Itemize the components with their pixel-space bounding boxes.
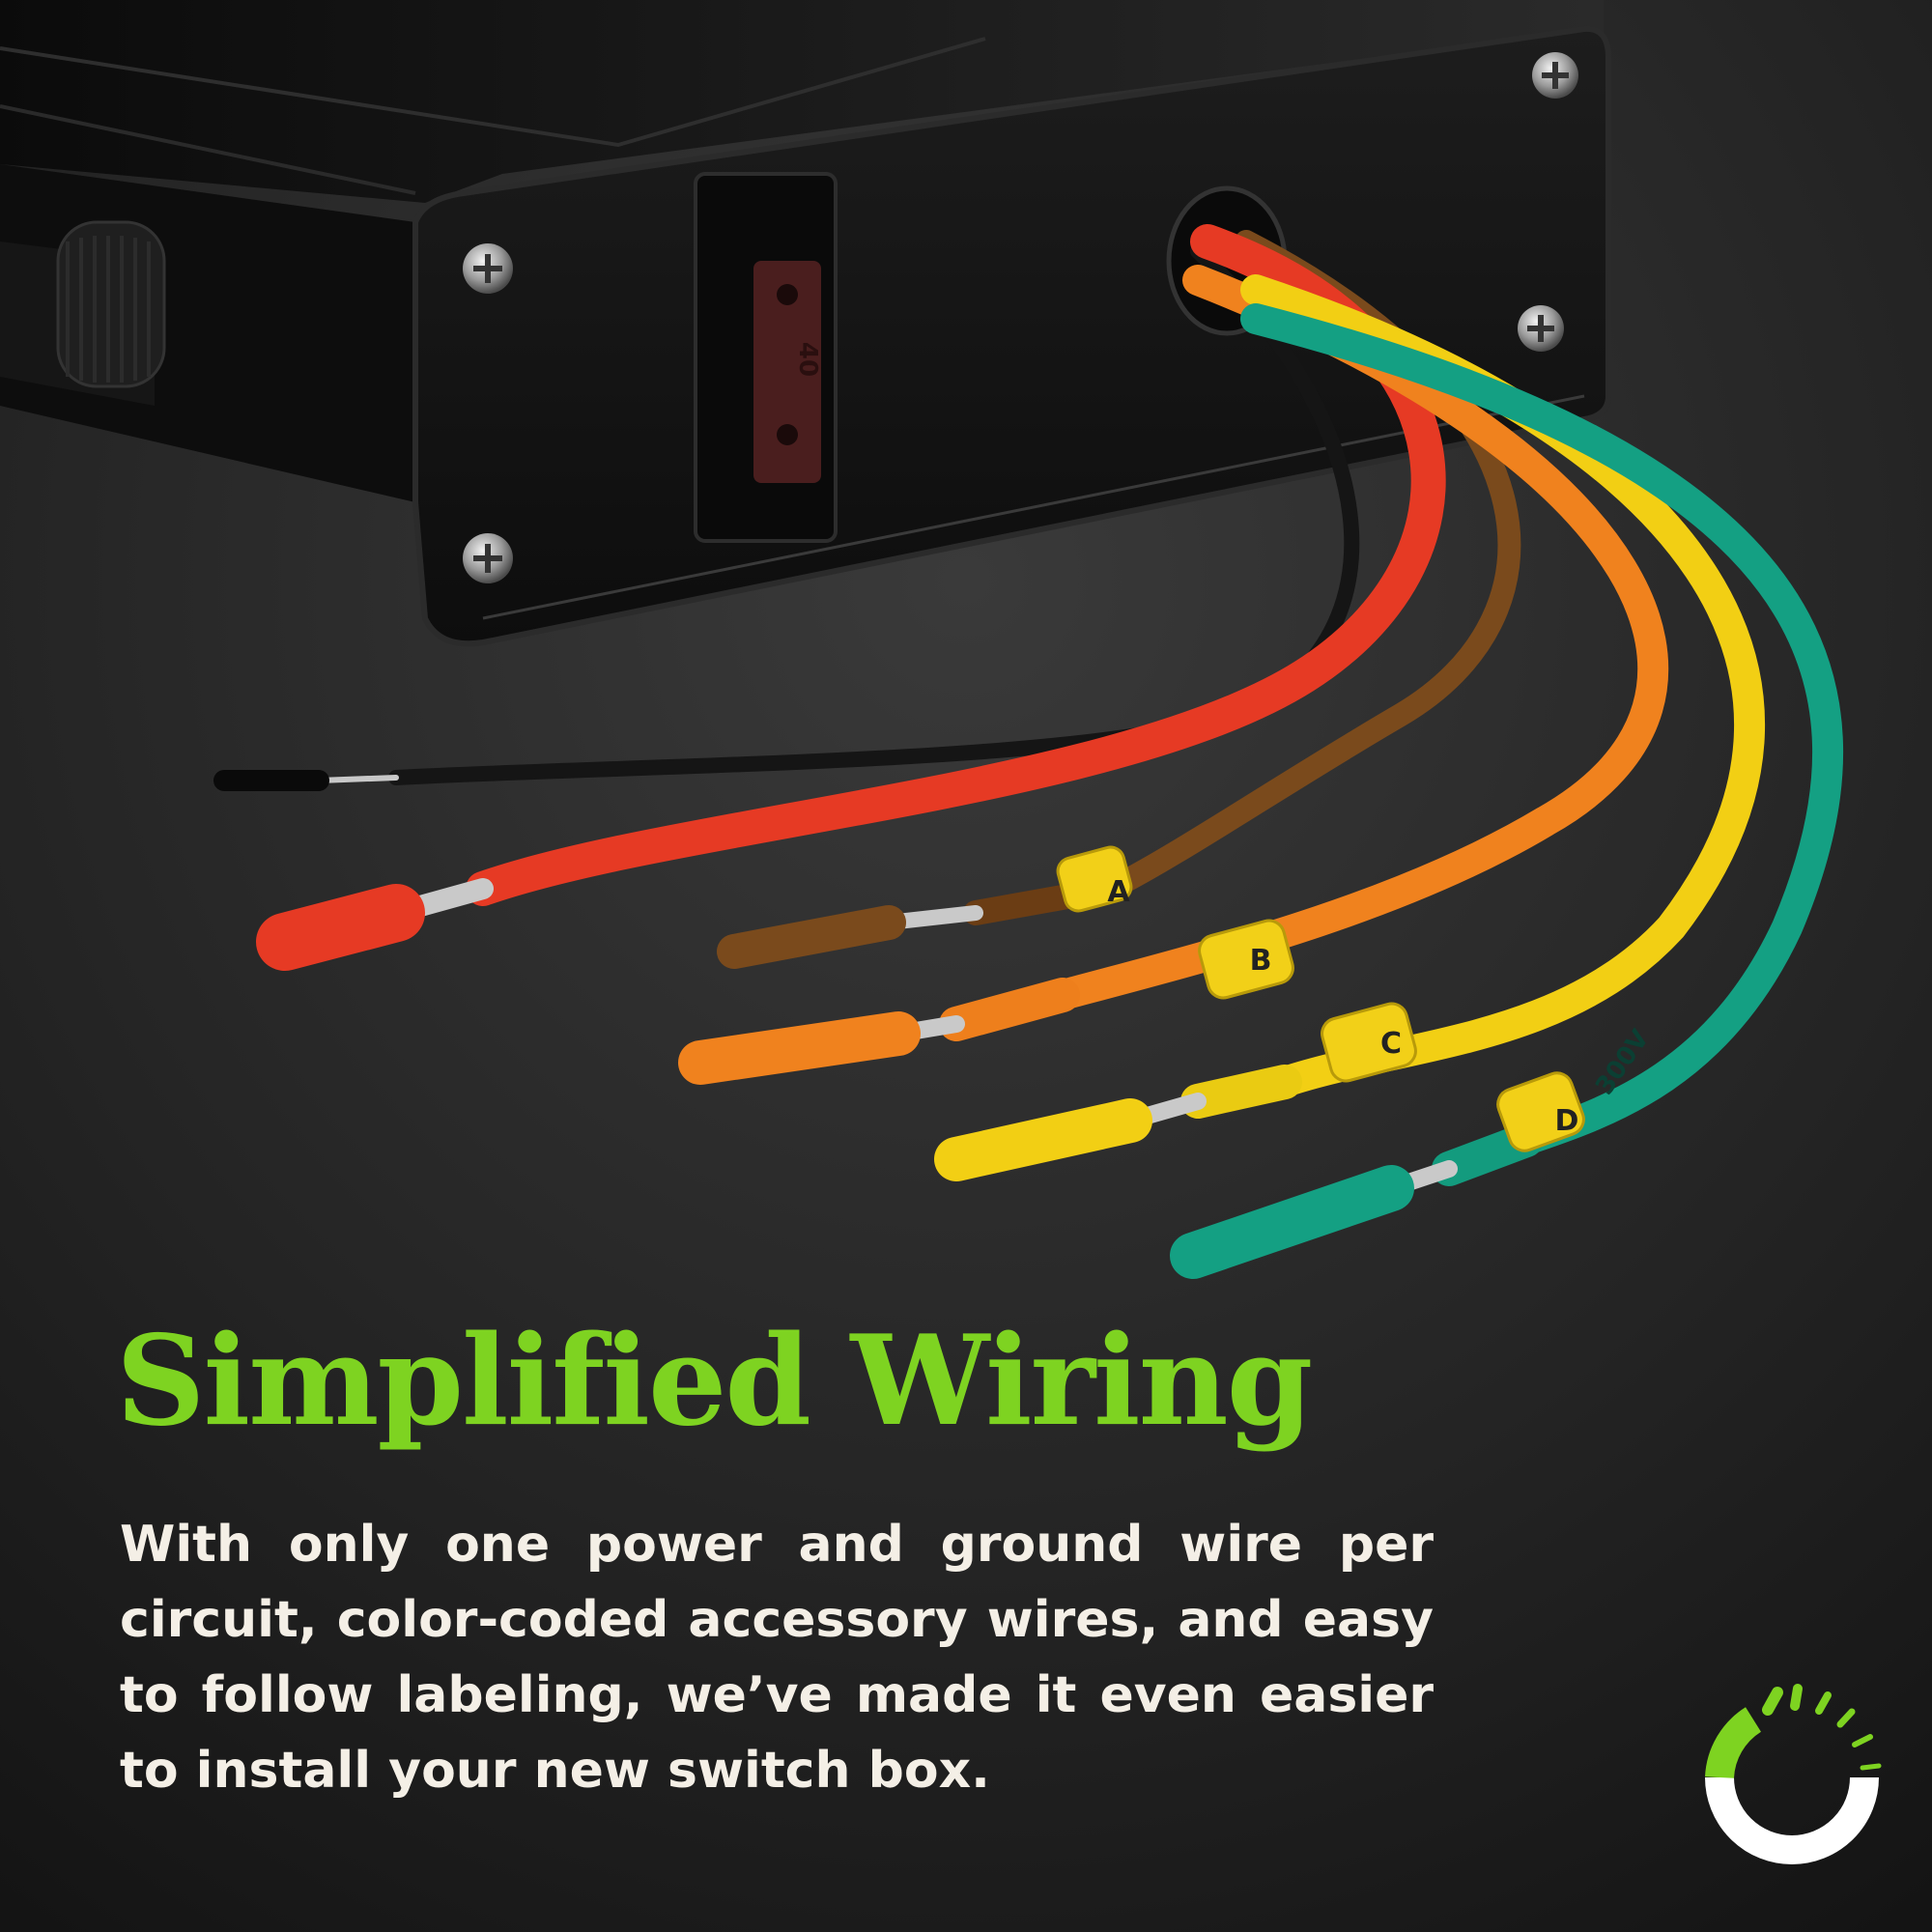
logo-ticks [1762,1684,1882,1771]
brown-wire-tip [717,905,906,969]
orange-wire-tip [678,1011,921,1085]
marker-a: A [1056,845,1133,913]
green-wire-tip [1170,1165,1414,1279]
screw [1518,305,1564,352]
bracket-knob [56,220,166,388]
screw [463,243,513,294]
wires: 300V [213,224,1844,1279]
green-wire [1240,303,1844,1155]
marker-b-label: B [1250,944,1272,978]
fuse [753,261,821,483]
marker-c: C [1321,1002,1417,1083]
red-wire-tip [256,884,425,971]
marker-d-label: D [1555,1104,1579,1138]
marker-b: B [1198,919,1294,1000]
logo-arc-green [1705,1707,1762,1779]
body-text: With only one power and ground wire per … [120,1516,1434,1800]
logo-ring [1705,1776,1879,1864]
screw [463,533,513,583]
fuse-rating: 40 [793,342,822,377]
switch-box-housing: 40 [0,0,1611,647]
headline: Simplified Wiring [116,1309,1313,1454]
brand-logo [1705,1684,1882,1864]
screw [1532,52,1578,99]
marker-c-label: C [1380,1027,1402,1061]
marker-d: D [1496,1071,1585,1152]
yellow-wire-tip [934,1098,1152,1181]
marker-a-label: A [1107,875,1130,909]
